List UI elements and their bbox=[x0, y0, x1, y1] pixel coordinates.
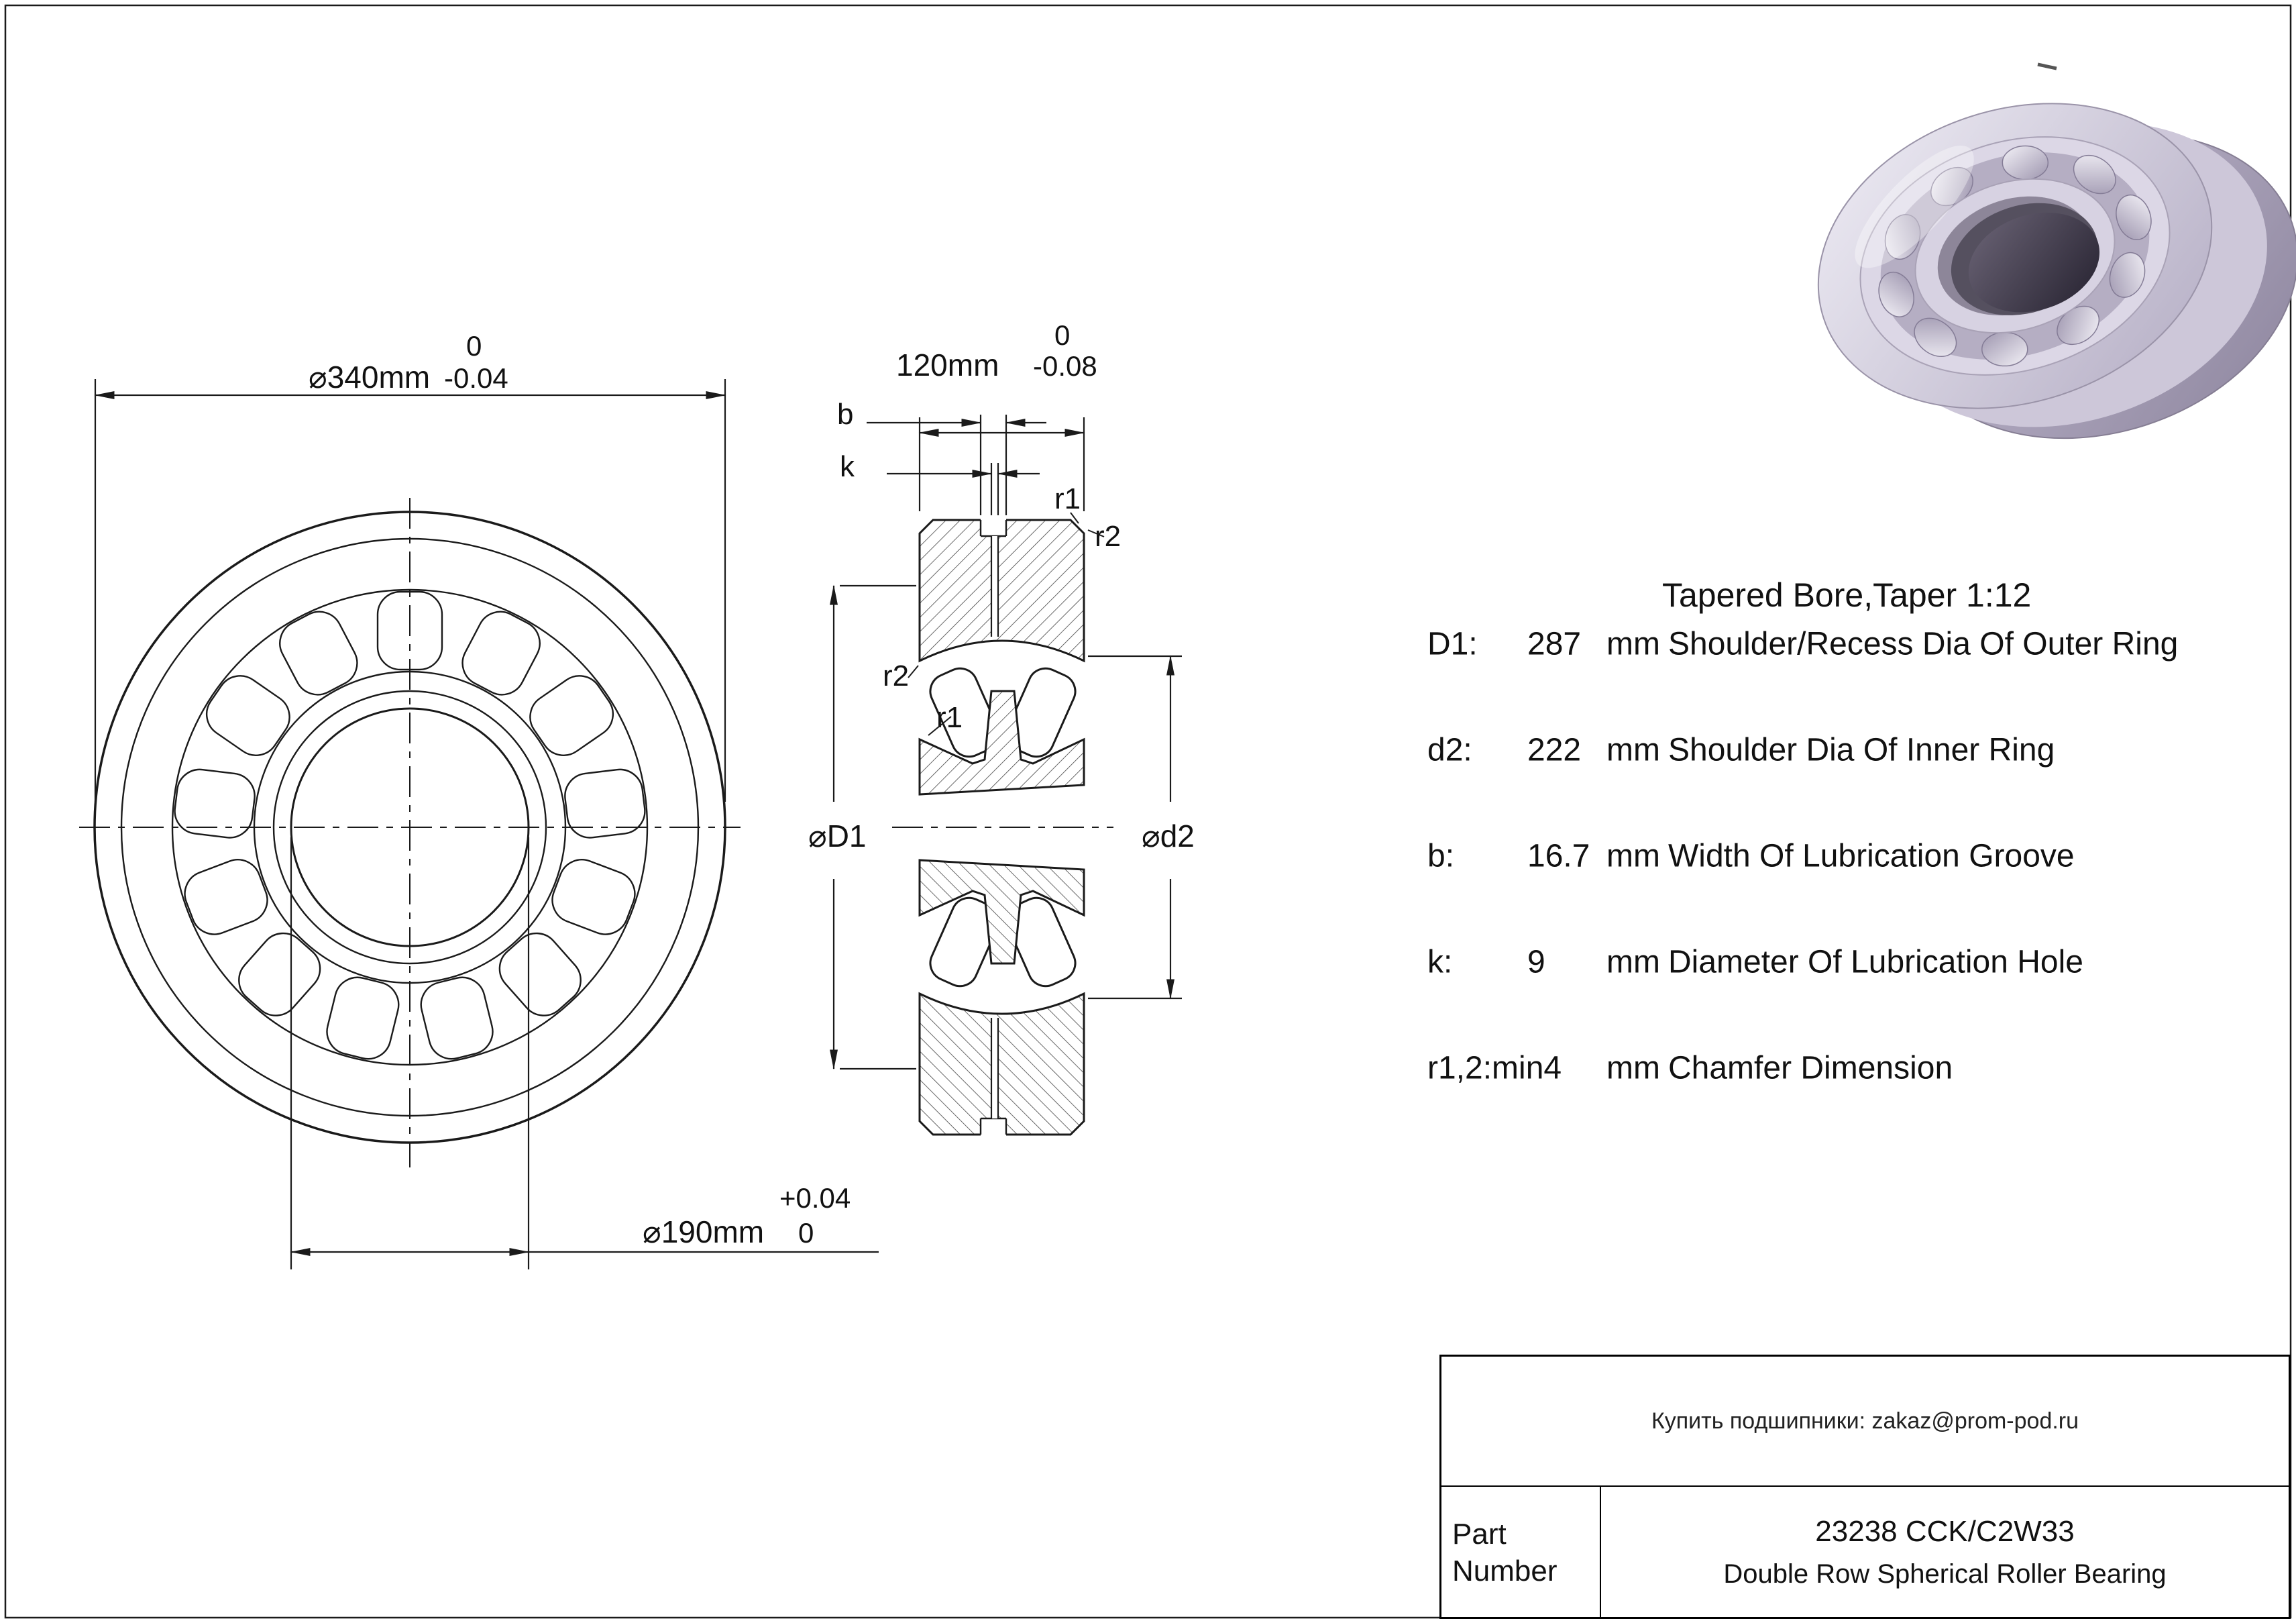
bearing-3d-roller bbox=[2109, 252, 2146, 298]
front-view-roller bbox=[279, 611, 358, 696]
taper-note: Tapered Bore,Taper 1:12 bbox=[1662, 576, 2032, 614]
od-dimension bbox=[94, 379, 726, 802]
bearing-3d-roller bbox=[1914, 317, 1957, 358]
spec-row: b: 16.7 mm Width Of Lubrication Groove bbox=[1409, 803, 2294, 909]
front-view-roller bbox=[529, 675, 614, 756]
spec-value: 9 bbox=[1527, 944, 1545, 980]
spec-unit: mm bbox=[1606, 626, 1660, 662]
spec-unit: mm bbox=[1606, 1050, 1660, 1086]
spec-label: D1: bbox=[1427, 626, 1478, 662]
front-view-roller bbox=[326, 976, 400, 1060]
front-view-roller bbox=[551, 859, 636, 935]
d1-dimension bbox=[830, 584, 916, 1070]
bearing-3d-roller bbox=[2073, 154, 2116, 195]
part-number: 23238 CCK/C2W33 bbox=[1815, 1515, 2075, 1548]
width-dimension bbox=[918, 417, 1085, 511]
width-dimension-lower-tol: -0.08 bbox=[1033, 350, 1097, 382]
front-view bbox=[79, 498, 741, 1167]
hole-dia-dimension bbox=[887, 463, 1040, 515]
front-view-roller bbox=[420, 976, 494, 1060]
front-view-roller bbox=[205, 675, 290, 756]
part-number-info-cell: 23238 CCK/C2W33 Double Row Spherical Rol… bbox=[1601, 1487, 2289, 1618]
spec-unit: mm bbox=[1606, 732, 1660, 768]
od-dimension-upper-tol: 0 bbox=[466, 330, 482, 362]
front-view-roller bbox=[174, 768, 256, 839]
contact-text: Купить подшипники: zakaz@prom-pod.ru bbox=[1651, 1408, 2079, 1434]
groove-width-label: b bbox=[837, 398, 853, 431]
width-dimension-value: 120mm bbox=[896, 348, 999, 382]
bore-dimension-lower-tol: 0 bbox=[798, 1217, 814, 1249]
front-view-roller bbox=[498, 932, 582, 1016]
spec-value: 16.7 bbox=[1527, 838, 1590, 874]
spec-row: D1: 287 mm Shoulder/Recess Dia Of Outer … bbox=[1409, 591, 2294, 697]
spec-unit: mm bbox=[1606, 944, 1660, 980]
part-description: Double Row Spherical Roller Bearing bbox=[1723, 1559, 2167, 1589]
spec-row: k: 9 mm Diameter Of Lubrication Hole bbox=[1409, 909, 2294, 1015]
chamfer-r2-left-label: r2 bbox=[883, 660, 909, 692]
spec-label: d2: bbox=[1427, 732, 1472, 768]
d1-dimension-label: ⌀D1 bbox=[808, 819, 867, 853]
chamfer-leader-lines bbox=[908, 512, 1105, 736]
section-view bbox=[892, 517, 1113, 1139]
front-view-roller bbox=[238, 932, 321, 1016]
spec-row: d2: 222 mm Shoulder Dia Of Inner Ring bbox=[1409, 697, 2294, 803]
sheet-border bbox=[4, 4, 2292, 1619]
od-dimension-lower-tol: -0.04 bbox=[444, 362, 508, 394]
od-dimension-value: ⌀340mm bbox=[309, 360, 430, 395]
bearing-3d-roller bbox=[1878, 271, 1914, 317]
width-dimension-upper-tol: 0 bbox=[1054, 319, 1070, 351]
d2-dimension-label: ⌀d2 bbox=[1142, 819, 1195, 853]
spec-description: Width Of Lubrication Groove bbox=[1668, 838, 2075, 874]
spec-label: b: bbox=[1427, 838, 1455, 874]
spec-description: Diameter Of Lubrication Hole bbox=[1668, 944, 2083, 980]
bearing-3d-roller bbox=[2116, 194, 2152, 240]
spec-description: Chamfer Dimension bbox=[1668, 1050, 1953, 1086]
bore-dimension-upper-tol: +0.04 bbox=[779, 1182, 851, 1214]
spec-value: 287 bbox=[1527, 626, 1582, 662]
bearing-3d-render bbox=[1817, 103, 2296, 439]
spec-description: Shoulder Dia Of Inner Ring bbox=[1668, 732, 2055, 768]
contact-cell: Купить подшипники: zakaz@prom-pod.ru bbox=[1441, 1357, 2289, 1487]
bearing-3d-roller bbox=[1884, 214, 1921, 260]
groove-width-dimension bbox=[867, 415, 1046, 515]
bore-dimension bbox=[290, 837, 879, 1269]
chamfer-r2-top-label: r2 bbox=[1095, 520, 1121, 553]
front-view-rollers bbox=[174, 590, 646, 1060]
title-block: Купить подшипники: zakaz@prom-pod.ru Par… bbox=[1439, 1355, 2291, 1619]
hole-dia-label: k bbox=[840, 450, 855, 483]
photo-artifact-mark bbox=[2037, 62, 2057, 70]
bearing-3d-roller bbox=[1981, 331, 2028, 367]
front-view-roller bbox=[461, 611, 541, 696]
spec-label: r1,2:min4 bbox=[1427, 1050, 1562, 1086]
bore-dimension-value: ⌀190mm bbox=[643, 1214, 764, 1249]
spec-row: r1,2:min4 mm Chamfer Dimension bbox=[1409, 1015, 2294, 1121]
bearing-3d-roller bbox=[2002, 145, 2049, 180]
spec-description: Shoulder/Recess Dia Of Outer Ring bbox=[1668, 626, 2179, 662]
bearing-3d-rollers bbox=[1878, 145, 2152, 367]
part-number-label-cell: Part Number bbox=[1441, 1487, 1601, 1618]
spec-value: 222 bbox=[1527, 732, 1582, 768]
spec-unit: mm bbox=[1606, 838, 1660, 874]
spec-label: k: bbox=[1427, 944, 1453, 980]
front-view-roller bbox=[564, 768, 646, 839]
d2-dimension bbox=[1088, 655, 1182, 1000]
front-view-roller bbox=[184, 859, 268, 935]
spec-table: D1: 287 mm Shoulder/Recess Dia Of Outer … bbox=[1409, 591, 2294, 1121]
bearing-bore bbox=[1968, 212, 2100, 313]
chamfer-r1-top-label: r1 bbox=[1054, 482, 1081, 515]
